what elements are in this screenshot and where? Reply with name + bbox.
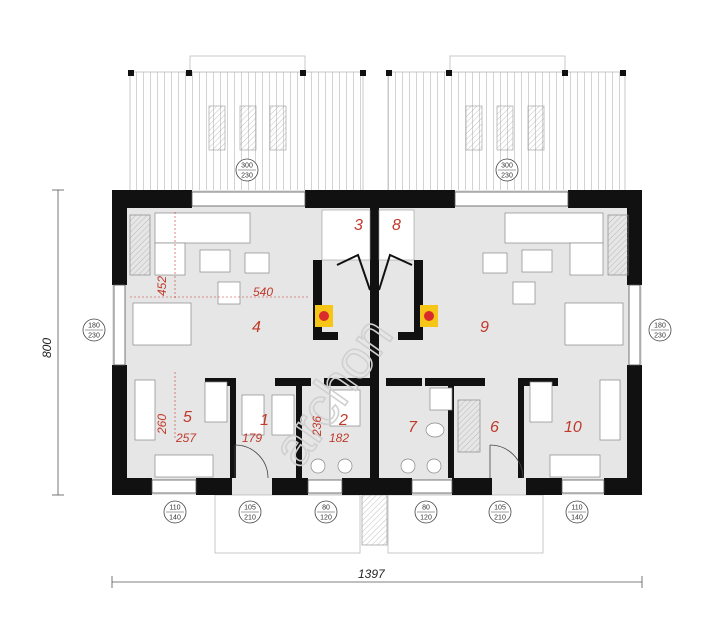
furniture-left	[129, 212, 361, 478]
opening-width: 110	[571, 505, 582, 512]
room-number-7: 7	[408, 419, 418, 436]
walls	[112, 190, 642, 495]
windows	[113, 191, 641, 494]
opening-badges: 3002303002301802301802301101401052108012…	[82, 158, 672, 524]
opening-height: 230	[501, 173, 513, 180]
dim-179: 179	[242, 431, 262, 445]
room-number-3: 3	[354, 217, 363, 234]
opening-height: 120	[320, 515, 332, 522]
room-number-10: 10	[564, 419, 582, 436]
overall-height: 800	[40, 338, 54, 358]
entrance-steps	[214, 494, 544, 554]
staircase	[315, 209, 438, 327]
room-number-9: 9	[480, 319, 489, 336]
dim-182: 182	[329, 431, 349, 445]
room-number-6: 6	[490, 419, 499, 436]
opening-width: 300	[241, 163, 253, 170]
dim-260: 260	[155, 414, 169, 435]
room-number-4: 4	[252, 319, 261, 336]
dim-257: 257	[175, 431, 197, 445]
doors	[234, 444, 524, 479]
terrace-posts	[128, 70, 626, 76]
opening-height: 210	[244, 515, 256, 522]
opening-height: 210	[494, 515, 506, 522]
opening-height: 140	[169, 515, 181, 522]
furniture-right	[400, 212, 629, 478]
opening-width: 180	[654, 323, 666, 330]
dim-452: 452	[155, 276, 169, 296]
opening-width: 80	[422, 505, 430, 512]
opening-width: 80	[322, 505, 330, 512]
room-number-1: 1	[260, 412, 269, 429]
opening-height: 140	[571, 515, 583, 522]
room-number-2: 2	[338, 412, 348, 429]
dim-236: 236	[310, 416, 324, 437]
opening-height: 230	[88, 333, 100, 340]
dim-540: 540	[253, 285, 273, 299]
opening-width: 105	[244, 505, 256, 512]
room-number-5: 5	[183, 409, 192, 426]
opening-height: 230	[241, 173, 253, 180]
overall-width: 1397	[358, 567, 386, 581]
opening-width: 105	[494, 505, 506, 512]
opening-width: 110	[169, 505, 180, 512]
opening-width: 180	[88, 323, 100, 330]
opening-height: 230	[654, 333, 666, 340]
opening-height: 120	[420, 515, 432, 522]
opening-width: 300	[501, 163, 513, 170]
room-number-8: 8	[392, 217, 401, 234]
